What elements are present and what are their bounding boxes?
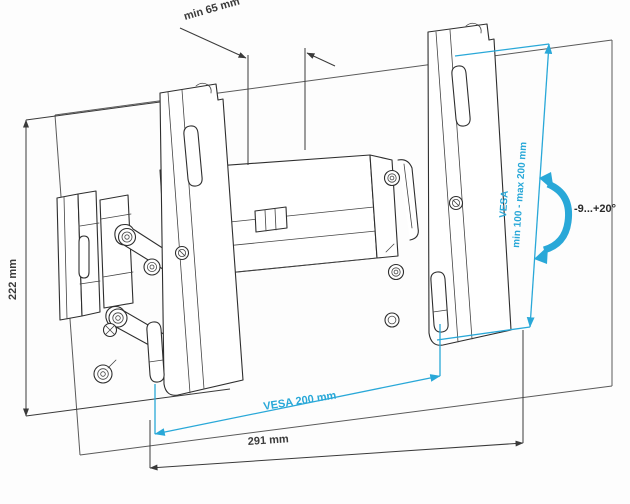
overall-width-label: 291 mm [247,433,289,448]
spirit-level-indicator [254,206,288,233]
overall-height-label: 222 mm [7,259,19,300]
tilt-arrow-head-top [539,172,554,191]
vesa-vertical-label-top: VESA [498,190,511,218]
right-vesa-rail [383,22,512,346]
tilt-angle-label: -9...+20° [574,203,616,215]
tilt-rotation-arrow-arc [542,180,573,254]
tilt-angle-annotation: -9...+20° [534,172,616,264]
overall-width-dimension: 291 mm [149,330,524,471]
tilt-arrow-head-bottom [534,246,548,264]
left-vesa-rail [146,82,244,396]
wall-plate [56,190,101,321]
